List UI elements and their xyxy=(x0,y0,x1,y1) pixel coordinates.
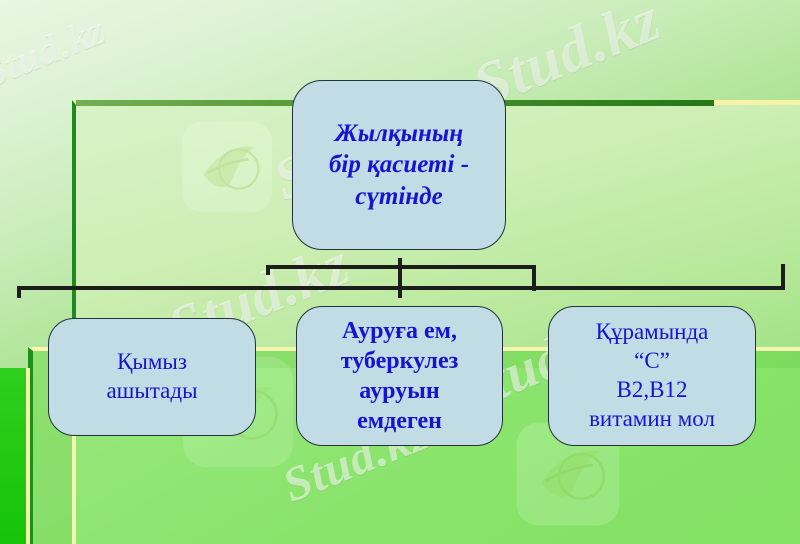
node-child-line: Ауруға ем, xyxy=(341,317,458,344)
connector-tick-lower-right xyxy=(781,264,785,290)
node-child-middle-text: Ауруға ем, туберкулез ауруын емдеген xyxy=(333,316,467,437)
node-child-line: “С” xyxy=(634,348,670,374)
node-title-line: Жылқының xyxy=(334,119,464,147)
node-child-line: емдеген xyxy=(357,408,442,435)
node-child-middle[interactable]: Ауруға ем, туберкулез ауруын емдеген xyxy=(296,306,503,446)
connector-tick-lower-left xyxy=(17,286,21,298)
node-title-text: Жылқының бір қасиеті - сүтінде xyxy=(321,118,477,213)
node-child-line: Қымыз xyxy=(117,349,187,375)
node-child-line: Құрамында xyxy=(595,319,709,345)
connector-tick-upper-left xyxy=(266,265,270,275)
node-child-line: ашытады xyxy=(106,378,198,403)
decorative-band-dark-green xyxy=(0,368,26,544)
watermark-text: Stud.kz xyxy=(0,6,112,97)
node-child-line: витамин мол xyxy=(589,405,715,431)
connector-stem-vertical xyxy=(398,258,402,298)
decorative-band-cream xyxy=(26,368,30,544)
node-child-right[interactable]: Құрамында “С” В2,В12 витамин мол xyxy=(548,306,756,446)
node-child-right-text: Құрамында “С” В2,В12 витамин мол xyxy=(581,318,723,434)
node-child-line: ауруын xyxy=(359,378,440,404)
connector-tick-upper-right xyxy=(532,265,536,291)
node-title-box[interactable]: Жылқының бір қасиеті - сүтінде xyxy=(292,80,506,250)
node-child-line: туберкулез xyxy=(340,347,459,374)
node-title-line: сүтінде xyxy=(355,182,443,210)
node-title-line: бір қасиеті - xyxy=(328,151,470,179)
node-child-left-text: Қымыз ашытады xyxy=(98,348,205,406)
node-child-left[interactable]: Қымыз ашытады xyxy=(48,318,256,436)
node-child-line: В2,В12 xyxy=(616,377,688,402)
